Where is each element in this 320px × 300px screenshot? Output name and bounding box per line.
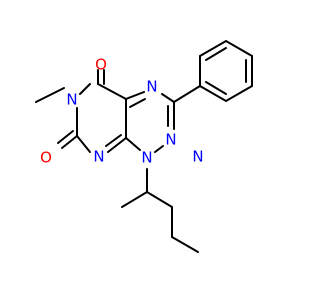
bond [205,81,227,95]
bond [199,39,253,103]
bond [125,91,145,100]
bond [35,87,65,103]
bond [205,47,227,61]
bond [161,93,175,103]
atom-n-ring-top: N [146,78,157,96]
molecule-structure: O O N N N N N N [35,39,253,253]
bond [125,137,141,151]
bond [154,145,164,153]
atom-n-triazine-bottom: N [192,148,203,166]
bond [129,98,146,108]
bond [121,191,148,208]
bond [171,236,199,253]
bond [57,130,74,144]
bond [61,135,78,149]
atom-n-ring-bottom-left: N [93,148,104,166]
bond [79,83,91,95]
bond [105,134,122,147]
bonds [35,39,253,253]
bond [97,83,127,100]
atom-labels: O O N N N N N N [40,56,204,167]
bond [107,137,127,153]
atom-o-top: O [95,56,107,74]
molecule-structure-canvas: O O N N N N N N [35,39,253,253]
bond [146,191,173,208]
atom-n-methyl: N [66,91,77,109]
bond [76,135,91,153]
bond [173,85,201,103]
atom-n-triazine-right: N [165,131,176,149]
atom-n-pentyl: N [141,149,152,167]
atom-o-bottom: O [40,149,52,167]
